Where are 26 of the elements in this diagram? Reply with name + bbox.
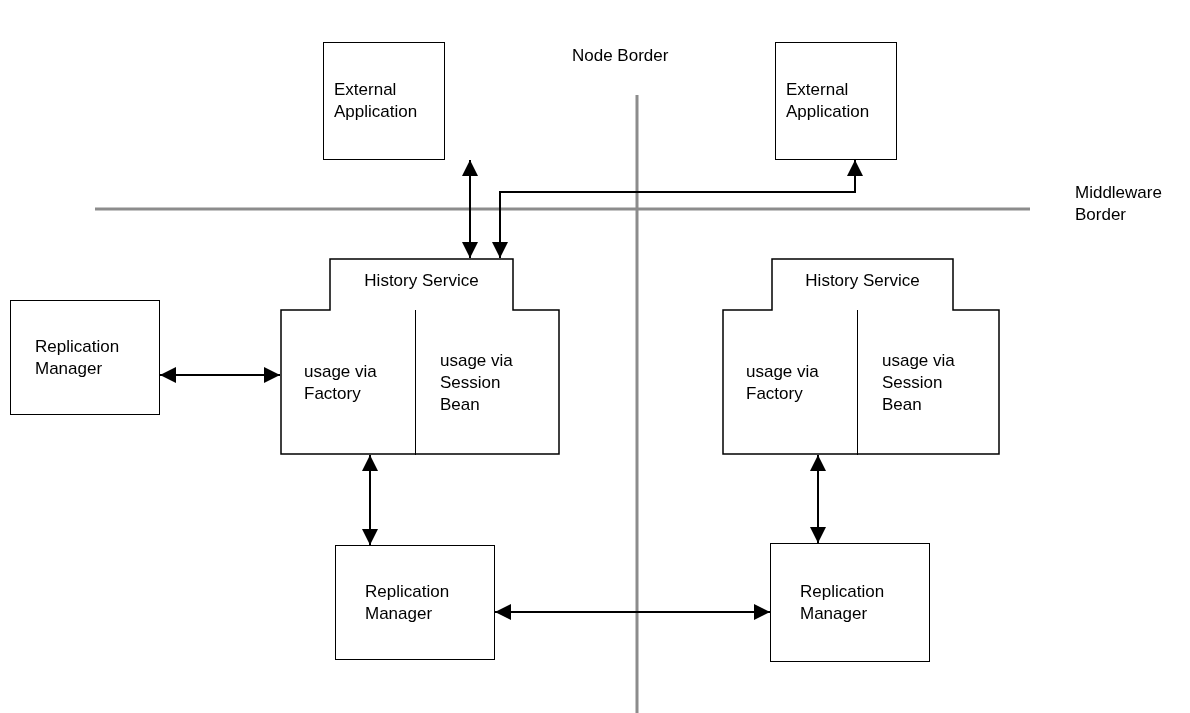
component-box — [10, 300, 160, 415]
compartment-label: usage via Factory — [304, 360, 378, 405]
component-box — [323, 42, 445, 160]
double-arrow — [462, 159, 478, 259]
box-label: External Application — [786, 79, 871, 123]
double-arrow — [494, 604, 771, 620]
box-label: Replication Manager — [800, 580, 886, 625]
double-arrow — [810, 454, 826, 544]
border-label: Node Border — [572, 45, 670, 67]
box-label: External Application — [334, 79, 419, 123]
component-box — [722, 258, 1000, 455]
compartment-label: usage via Session Bean — [882, 349, 956, 416]
box-label: Replication Manager — [365, 580, 451, 625]
component-box — [775, 42, 897, 160]
double-arrow — [159, 367, 281, 383]
border-label: Middleware Border — [1075, 182, 1163, 226]
box-label: Replication Manager — [35, 335, 121, 380]
double-arrow — [492, 159, 863, 259]
component-title: History Service — [363, 270, 480, 292]
component-title: History Service — [804, 270, 921, 292]
double-arrow — [362, 454, 378, 546]
component-box — [335, 545, 495, 660]
component-box — [280, 258, 560, 455]
compartment-label: usage via Factory — [746, 360, 820, 405]
component-box — [770, 543, 930, 662]
compartment-label: usage via Session Bean — [440, 349, 514, 416]
